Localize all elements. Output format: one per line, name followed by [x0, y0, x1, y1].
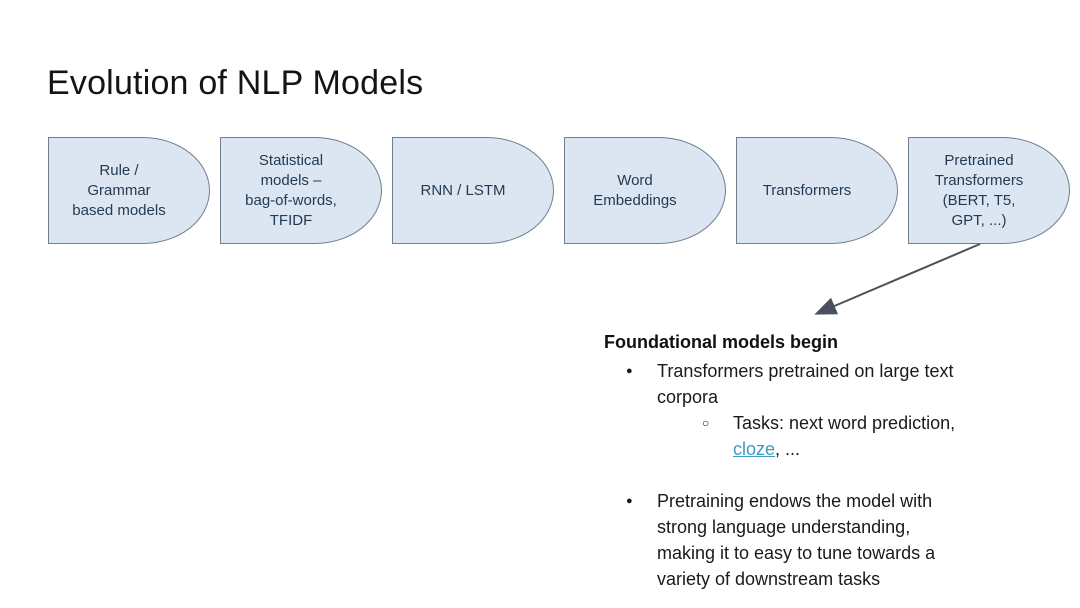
stage-pretrained-transformers: Pretrained Transformers (BERT, T5, GPT, …	[908, 137, 1070, 244]
bullet-icon: ●	[626, 495, 633, 507]
foundational-models-annotation: Foundational models begin ● Transformers…	[604, 330, 1034, 592]
stage-label: Word Embeddings	[593, 171, 677, 209]
bullet-pretraining-endows: ● Pretraining endows the model with stro…	[604, 488, 1034, 592]
stage-label: RNN / LSTM	[420, 181, 506, 199]
evolution-timeline: Rule / Grammar based models Statistical …	[48, 137, 1074, 244]
sub-bullet-text: Tasks: next word prediction, cloze, ...	[733, 410, 955, 462]
stage-label: Transformers	[762, 181, 852, 199]
bullet-icon: ●	[626, 365, 633, 377]
sub-bullet-prefix: Tasks: next word prediction,	[733, 413, 956, 433]
cloze-link[interactable]: cloze	[733, 439, 776, 459]
sub-bullet-tasks: ○ Tasks: next word prediction, cloze, ...	[604, 410, 1034, 462]
stage-statistical-models: Statistical models – bag-of-words, TFIDF	[220, 137, 382, 244]
bullet-transformers-pretrained: ● Transformers pretrained on large text …	[604, 358, 1034, 410]
sub-bullet-suffix: , ...	[775, 439, 801, 459]
sub-bullet-icon: ○	[702, 416, 710, 430]
bullet-text: Transformers pretrained on large text co…	[657, 361, 954, 407]
stage-label: Pretrained Transformers (BERT, T5, GPT, …	[934, 151, 1024, 229]
stage-label: Rule / Grammar based models	[72, 161, 166, 219]
stage-transformers: Transformers	[736, 137, 898, 244]
annotation-heading: Foundational models begin	[604, 332, 838, 352]
stage-rnn-lstm: RNN / LSTM	[392, 137, 554, 244]
stage-word-embeddings: Word Embeddings	[564, 137, 726, 244]
stage-rule-grammar: Rule / Grammar based models	[48, 137, 210, 244]
stage-label: Statistical models – bag-of-words, TFIDF	[245, 151, 337, 229]
slide-title: Evolution of NLP Models	[47, 64, 424, 102]
bullet-text: Pretraining endows the model with strong…	[657, 491, 936, 589]
